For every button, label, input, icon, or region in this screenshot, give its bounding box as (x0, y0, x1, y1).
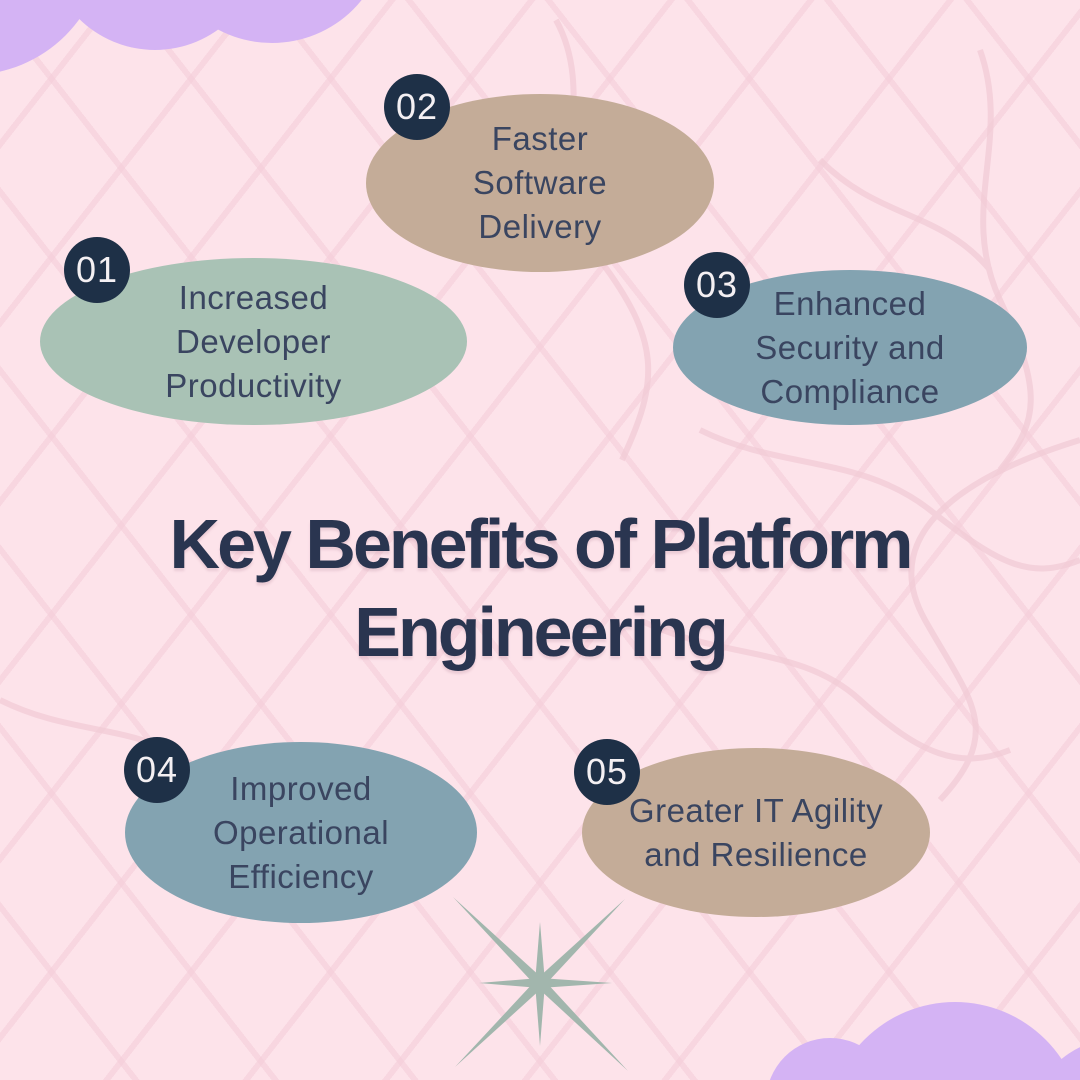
benefit-label-line: Greater IT Agility (628, 791, 884, 829)
benefit-number-badge: 05 (574, 739, 640, 805)
benefit-label: Faster Software Delivery (366, 94, 714, 272)
benefit-number-badge: 04 (124, 737, 190, 803)
benefit-bubble-05: Greater IT Agility and Resilience 05 (574, 739, 930, 917)
benefit-label: Improved Operational Efficiency (125, 742, 477, 923)
benefit-number-badge: 02 (384, 74, 450, 140)
benefit-bubble-01: Increased Developer Productivity 01 (40, 237, 467, 425)
benefit-label-line: Operational (212, 813, 390, 851)
benefit-label-line: Enhanced (773, 284, 927, 322)
benefit-label-line: Improved (230, 769, 372, 807)
benefit-label: Increased Developer Productivity (40, 258, 467, 425)
benefit-label-line: Software (472, 164, 608, 201)
benefit-bubble-04: Improved Operational Efficiency 04 (124, 737, 477, 923)
benefit-label-line: Developer (176, 322, 331, 360)
benefit-label: Greater IT Agility and Resilience (582, 748, 930, 917)
page-title-line-2: Engineering (354, 593, 728, 671)
benefit-label-line: Efficiency (228, 857, 374, 895)
benefit-label-line: Productivity (165, 366, 342, 404)
benefit-ellipse (582, 748, 930, 917)
page-title: Key Benefits of Platform Engineering (0, 500, 1080, 676)
benefit-label-line: Delivery (478, 208, 602, 245)
benefit-label-line: Compliance (760, 372, 940, 410)
benefit-label-line: and Resilience (644, 835, 868, 873)
page-title-line-1: Key Benefits of Platform (169, 505, 914, 583)
benefit-number-badge: 03 (684, 252, 750, 318)
benefit-bubble-02: Faster Software Delivery 02 (366, 74, 714, 272)
benefit-label-line: Increased (178, 278, 329, 316)
benefit-number-badge: 01 (64, 237, 130, 303)
benefit-label: Enhanced Security and Compliance (673, 270, 1027, 425)
benefit-label-line: Faster (491, 120, 589, 157)
benefit-bubble-03: Enhanced Security and Compliance 03 (673, 252, 1027, 425)
benefit-label-line: Security and (755, 328, 945, 366)
